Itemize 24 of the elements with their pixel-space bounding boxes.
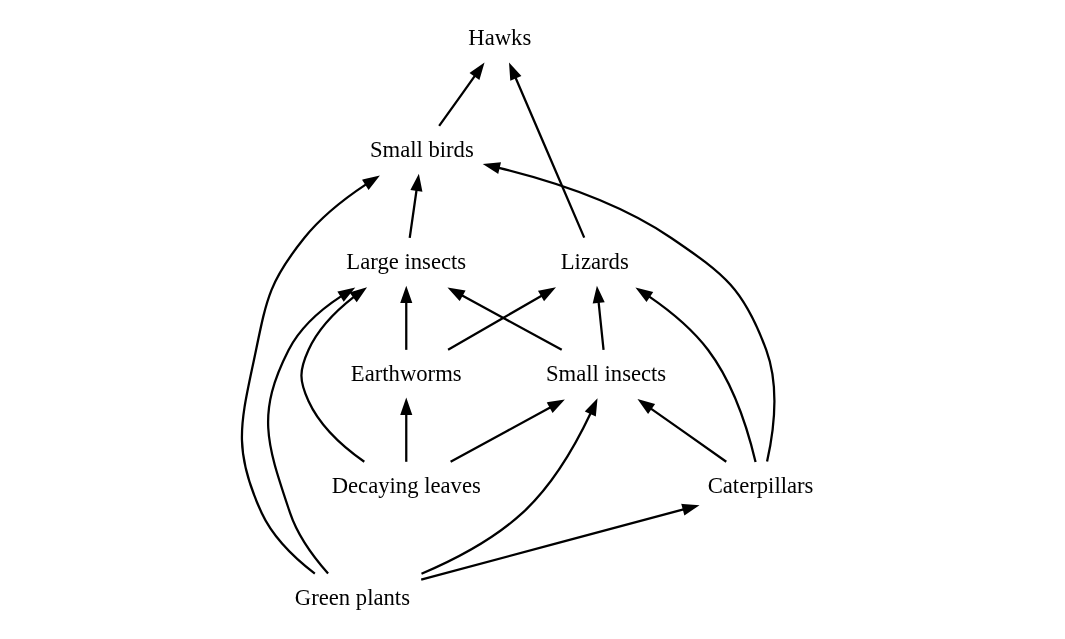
arrow <box>634 287 757 463</box>
arrow <box>420 503 700 581</box>
node-text: Hawks <box>467 24 531 50</box>
arrow <box>592 285 605 350</box>
node-text: Small insects <box>545 360 666 386</box>
node-text: Lizards <box>560 248 629 274</box>
node-text: Large insects <box>345 248 466 274</box>
arrow <box>408 173 422 239</box>
node-text: Decaying leaves <box>331 472 481 498</box>
arrow <box>399 285 412 350</box>
node-text: Small birds <box>369 136 474 162</box>
arrow <box>449 399 565 463</box>
node-text: Green plants <box>294 584 410 610</box>
arrow <box>299 287 367 463</box>
arrow <box>420 398 598 575</box>
arrow <box>437 62 485 127</box>
arrow <box>399 397 412 462</box>
arrow <box>636 399 727 463</box>
arrow <box>240 175 380 575</box>
arrow <box>508 62 585 239</box>
node-text: Caterpillars <box>707 472 813 498</box>
node-text: Earthworms <box>350 360 462 386</box>
arrow <box>266 287 355 575</box>
arrow <box>482 162 775 462</box>
